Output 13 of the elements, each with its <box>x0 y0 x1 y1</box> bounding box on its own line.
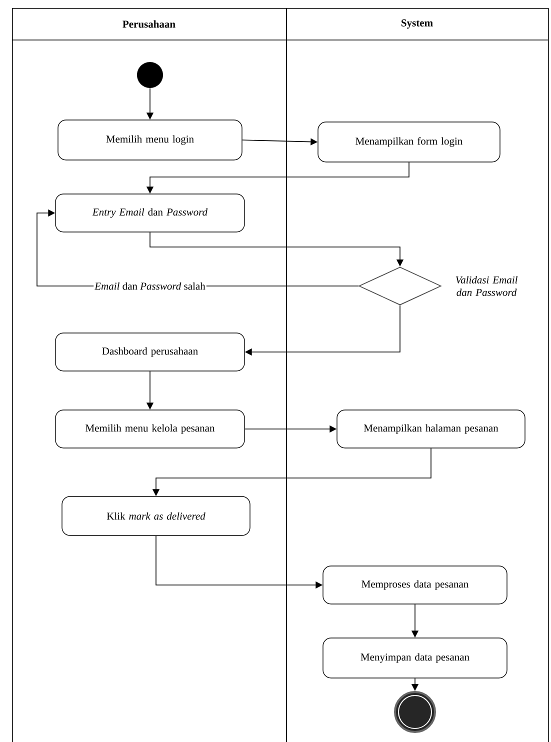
start-node <box>137 62 163 88</box>
edge-label: Email dan Password salah <box>94 281 206 291</box>
activity-box: Dashboard perusahaan <box>55 332 245 372</box>
activity-box: Memilih menu kelola pesanan <box>55 410 245 448</box>
activity-box: Menampilkan form login <box>318 122 500 162</box>
activity-box: Memilih menu login <box>58 120 242 160</box>
end-node <box>394 691 436 733</box>
activity-box: Menyimpan data pesanan <box>322 638 508 678</box>
activity-box: Klik mark as delivered <box>62 496 250 536</box>
activity-box: Memproses data pesanan <box>322 566 508 604</box>
decision-caption: Validasi Email dan Password <box>456 276 518 296</box>
activity-box: Entry Email dan Password <box>55 194 245 232</box>
activity-box: Menampilkan halaman pesanan <box>336 410 526 448</box>
